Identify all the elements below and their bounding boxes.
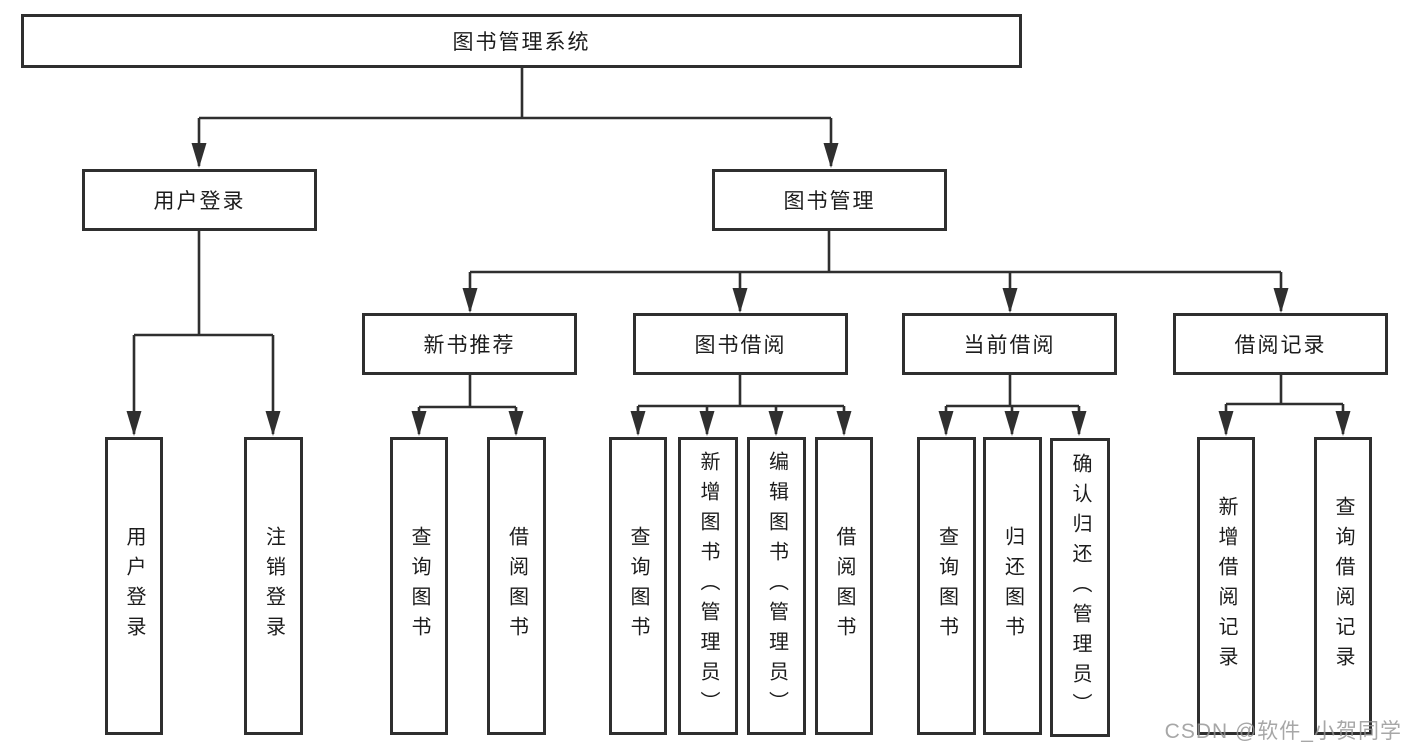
leaf-edit-book-admin: 编辑图书（管理员）: [747, 437, 806, 735]
leaf-logout-label: 注销登录: [262, 526, 285, 646]
leaf-confirm-return-admin: 确认归还（管理员）: [1050, 438, 1110, 737]
watermark: CSDN @软件_小贺同学: [1164, 720, 1402, 743]
leaf-return-book: 归还图书: [983, 437, 1042, 735]
node-borrowing-records-label: 借阅记录: [1234, 334, 1327, 357]
leaf-confirm-return-admin-label: 确认归还（管理员）: [1069, 452, 1091, 723]
node-user-login: 用户登录: [82, 169, 317, 231]
leaf-add-borrow-record: 新增借阅记录: [1197, 437, 1255, 735]
node-current-borrowing-label: 当前借阅: [963, 334, 1056, 357]
leaf-user-login-label: 用户登录: [123, 526, 145, 646]
leaf-query-borrow-record-label: 查询借阅记录: [1332, 496, 1354, 676]
node-book-borrowing: 图书借阅: [633, 313, 848, 375]
leaf-borrow-books-recommend-label: 借阅图书: [505, 526, 528, 646]
leaf-return-book-label: 归还图书: [1001, 526, 1024, 646]
leaf-add-book-admin: 新增图书（管理员）: [678, 437, 738, 735]
leaf-borrow-book-label: 借阅图书: [833, 526, 855, 646]
leaf-borrow-books-recommend: 借阅图书: [487, 437, 546, 735]
leaf-query-books-borrow: 查询图书: [609, 437, 667, 735]
node-book-management: 图书管理: [712, 169, 947, 231]
node-borrowing-records: 借阅记录: [1173, 313, 1388, 375]
leaf-query-books-recommend: 查询图书: [390, 437, 448, 735]
node-book-management-label: 图书管理: [783, 190, 876, 213]
leaf-query-borrow-record: 查询借阅记录: [1314, 437, 1372, 735]
leaf-query-books-borrow-label: 查询图书: [627, 526, 649, 646]
node-new-book-recommend-label: 新书推荐: [423, 334, 516, 357]
node-user-login-label: 用户登录: [153, 190, 246, 213]
leaf-edit-book-admin-label: 编辑图书（管理员）: [765, 451, 788, 721]
leaf-borrow-book: 借阅图书: [815, 437, 873, 735]
leaf-query-books-recommend-label: 查询图书: [408, 526, 430, 646]
node-new-book-recommend: 新书推荐: [362, 313, 577, 375]
leaf-query-books-current: 查询图书: [917, 437, 976, 735]
leaf-add-borrow-record-label: 新增借阅记录: [1215, 496, 1237, 676]
leaf-user-login: 用户登录: [105, 437, 163, 735]
node-current-borrowing: 当前借阅: [902, 313, 1117, 375]
node-root: 图书管理系统: [21, 14, 1022, 68]
leaf-query-books-current-label: 查询图书: [935, 526, 958, 646]
leaf-add-book-admin-label: 新增图书（管理员）: [697, 451, 719, 721]
node-root-label: 图书管理系统: [452, 31, 591, 54]
node-book-borrowing-label: 图书借阅: [694, 334, 787, 357]
leaf-logout: 注销登录: [244, 437, 303, 735]
